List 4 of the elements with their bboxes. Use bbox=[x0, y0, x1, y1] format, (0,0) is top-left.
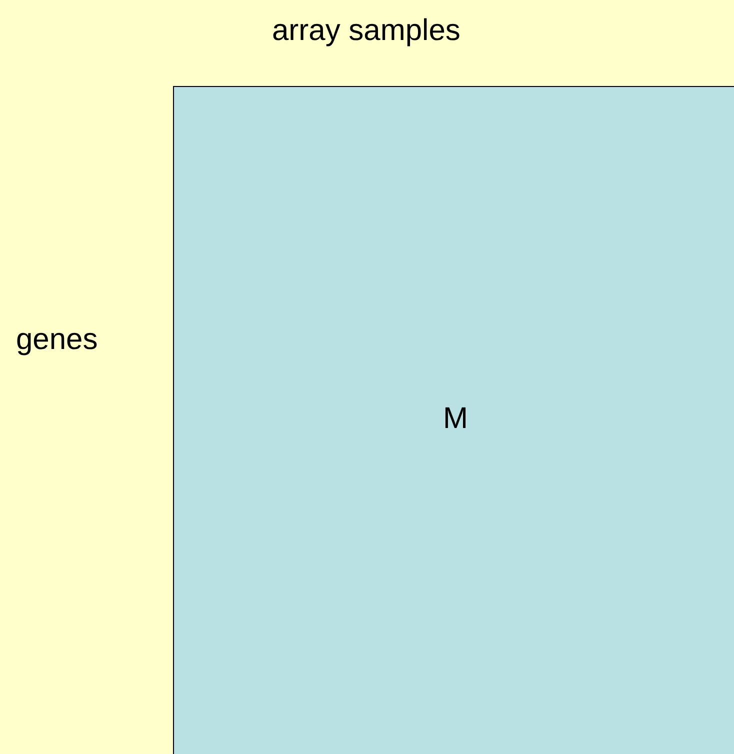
row-axis-label: genes bbox=[16, 323, 98, 357]
matrix-box bbox=[173, 86, 734, 754]
column-axis-label: array samples bbox=[272, 14, 460, 48]
matrix-label: M bbox=[443, 402, 468, 436]
